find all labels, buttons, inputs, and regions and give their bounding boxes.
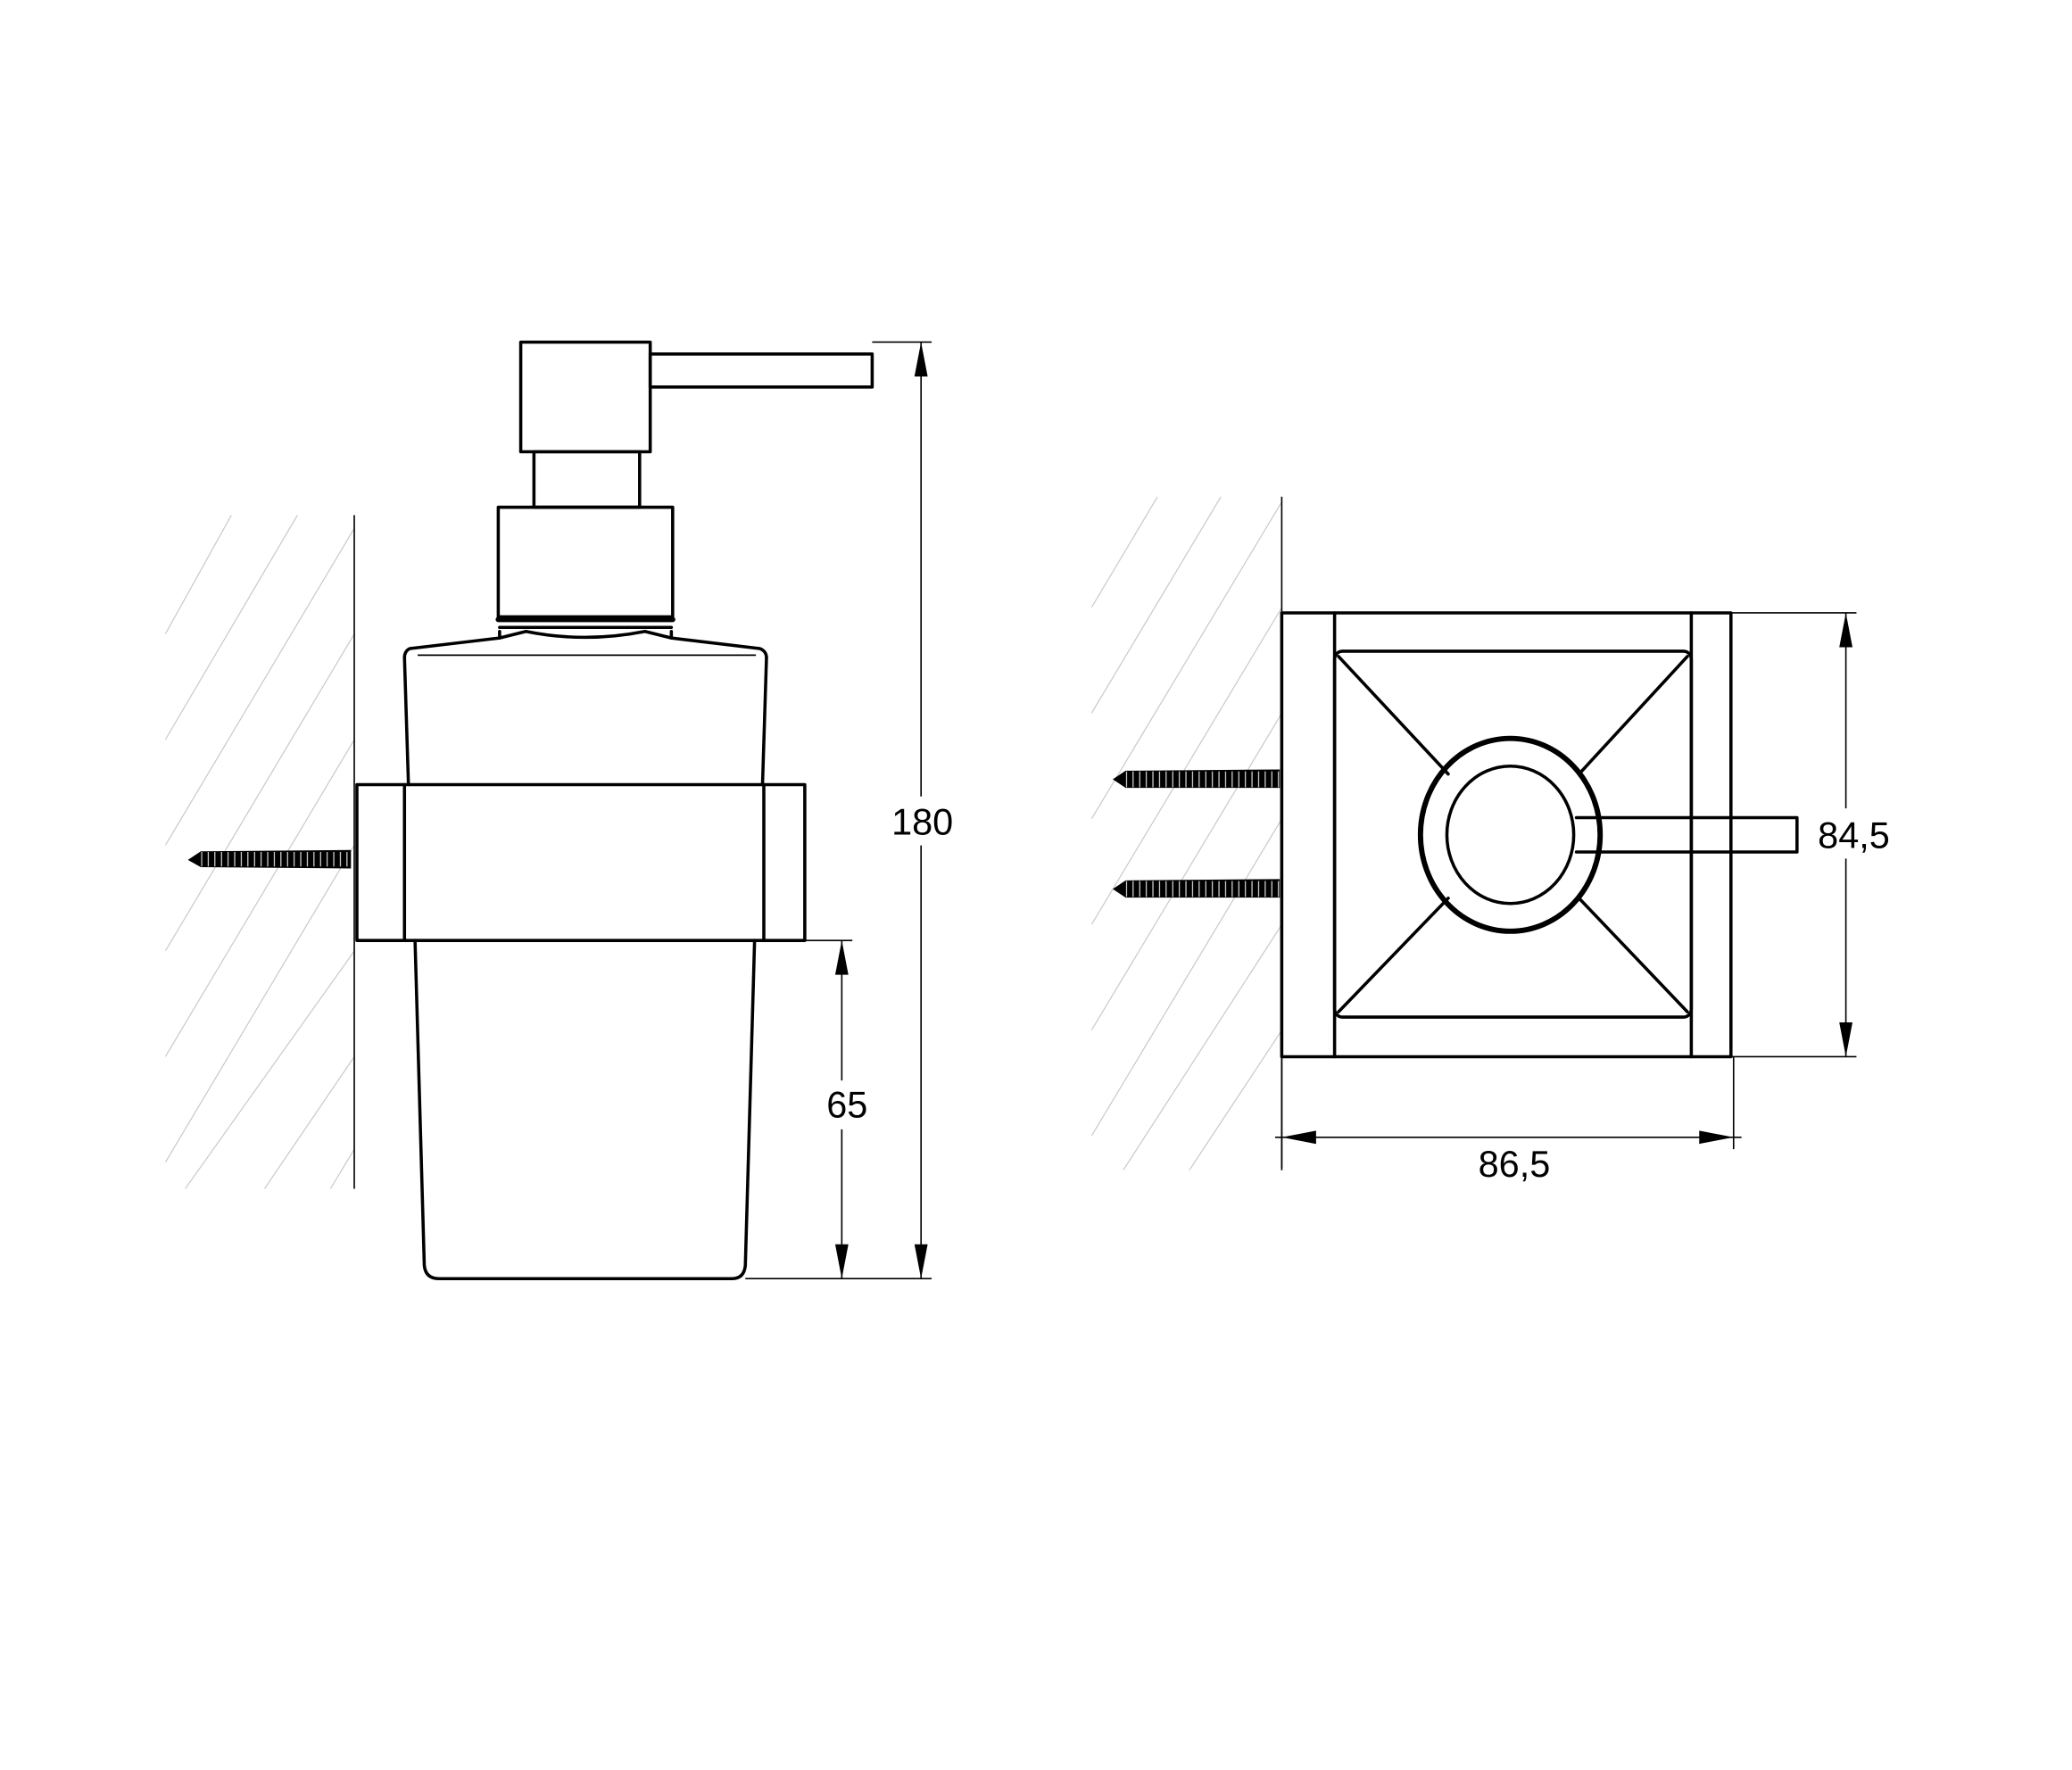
wall-bracket — [355, 782, 807, 942]
bottle-shoulder — [402, 629, 768, 660]
pump-stem — [532, 450, 642, 509]
side-view: 180 65 — [165, 340, 953, 1280]
bottle-top-panel — [1332, 649, 1694, 1019]
dimension-180: 180 — [745, 341, 953, 1280]
dimension-label-84-5: 84,5 — [1818, 815, 1890, 856]
pump-head-top — [1445, 764, 1576, 906]
bottle-body — [402, 656, 768, 1280]
dimension-label-180: 180 — [891, 801, 953, 843]
bracket-top-outline — [1280, 611, 1733, 1059]
top-view: 84,5 86,5 — [1091, 496, 1890, 1185]
dimension-86-5: 86,5 — [1274, 1056, 1742, 1185]
screw-top-lower — [1113, 879, 1280, 898]
wall-hatch-left — [165, 515, 355, 1189]
dimension-65: 65 — [804, 939, 867, 1279]
wall-hatch-right — [1091, 496, 1282, 1170]
pump-collar-top — [1417, 735, 1604, 934]
dimension-label-86-5: 86,5 — [1479, 1143, 1551, 1185]
pump-spout — [648, 352, 874, 389]
dimension-84-5: 84,5 — [1730, 612, 1890, 1058]
screw-side — [187, 849, 352, 869]
dimension-label-65: 65 — [826, 1084, 867, 1126]
pump-head — [518, 340, 652, 454]
screw-top-upper — [1113, 769, 1280, 789]
pump-spout-top — [1574, 815, 1799, 854]
pump-collar — [496, 505, 675, 619]
